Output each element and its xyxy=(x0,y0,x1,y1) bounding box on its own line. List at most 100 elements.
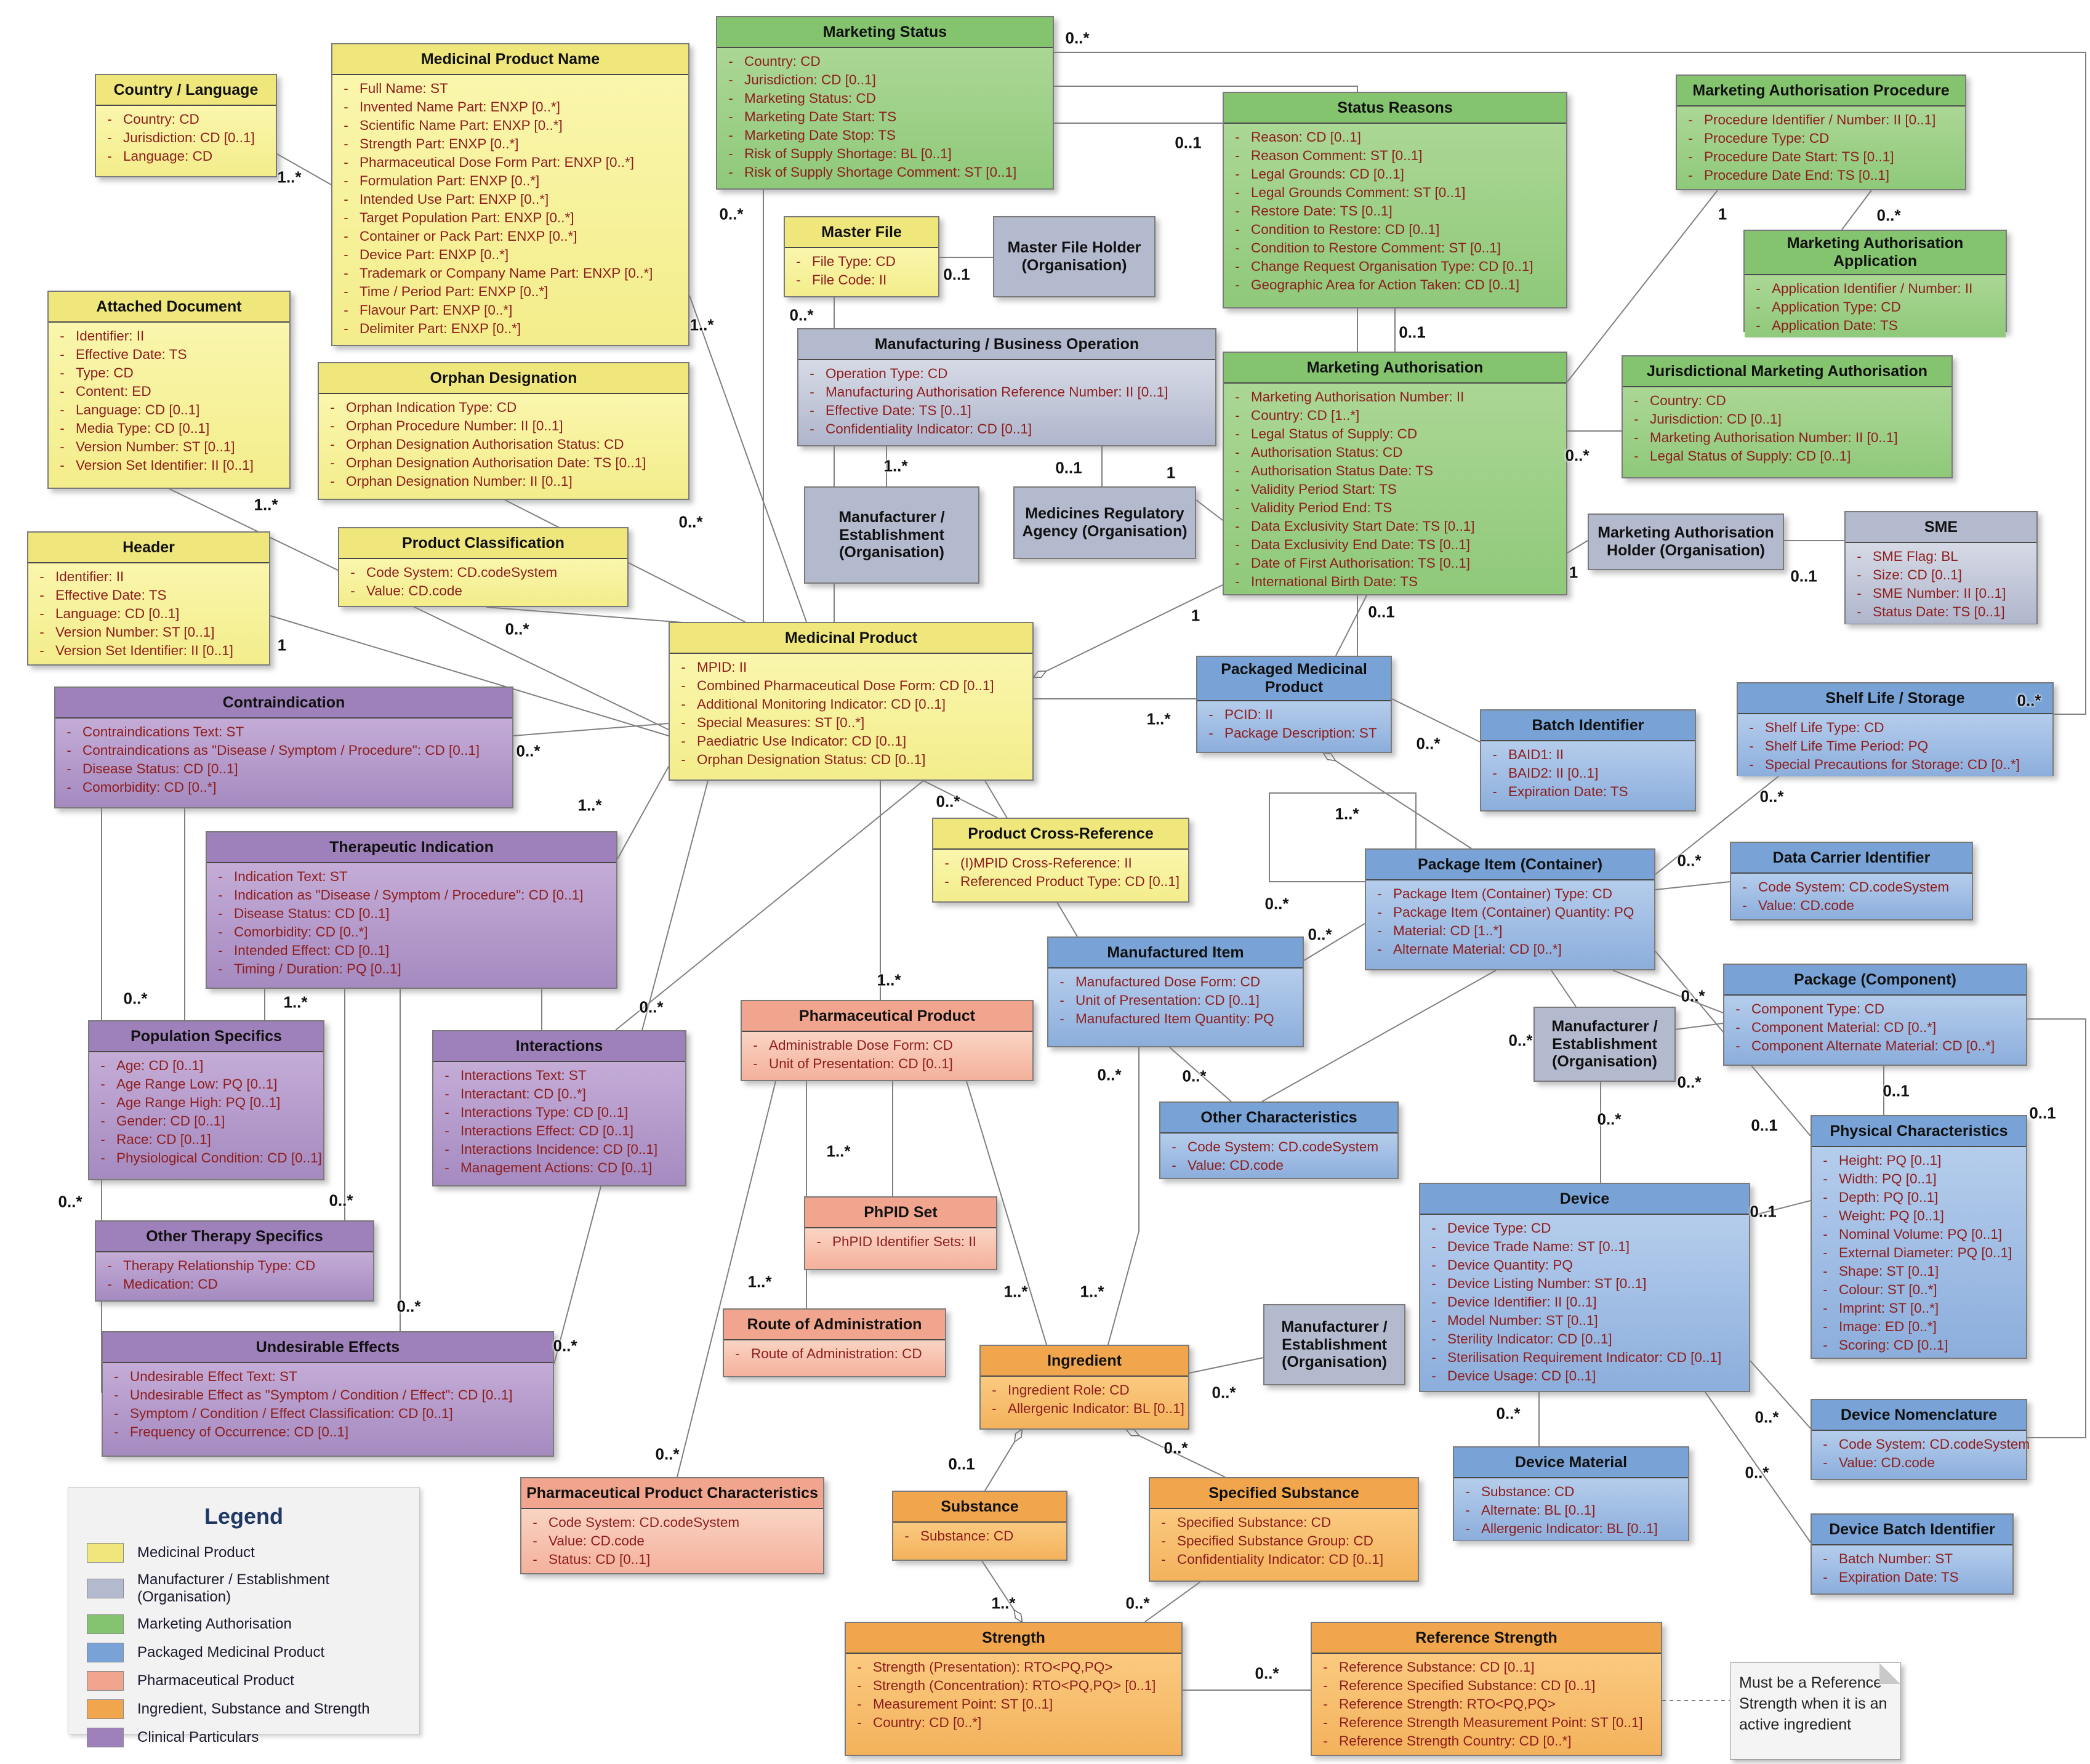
class-attribute: -Orphan Designation Status: CD [0..1] xyxy=(670,751,1032,769)
class-reference-strength: Reference Strength-Reference Substance: … xyxy=(1311,1622,1662,1756)
class-title: Substance xyxy=(893,1492,1066,1523)
class-attribute: -Code System: CD.codeSystem xyxy=(339,563,627,582)
class-attribute: -Substance: CD xyxy=(893,1527,1066,1545)
class-attribute: -Condition to Restore: CD [0..1] xyxy=(1224,220,1566,239)
class-title: Pharmaceutical Product xyxy=(742,1001,1032,1032)
attribute-text: PCID: II xyxy=(1224,706,1273,722)
attribute-dash: - xyxy=(1235,166,1240,182)
class-attribute: -Special Precautions for Storage: CD [0.… xyxy=(1738,755,2052,774)
class-attribute: -Image: ED [0..*] xyxy=(1812,1318,2026,1336)
attribute-dash: - xyxy=(1742,898,1747,913)
class-attribute: -Orphan Indication Type: CD xyxy=(319,398,688,417)
attribute-dash: - xyxy=(218,961,223,977)
association-line xyxy=(1750,1200,1811,1217)
attribute-dash: - xyxy=(1377,941,1382,957)
class-attribute: -Marketing Date Start: TS xyxy=(717,108,1053,126)
attribute-dash: - xyxy=(1235,129,1240,145)
multiplicity-label: 0..1 xyxy=(948,1454,975,1473)
attribute-dash: - xyxy=(344,302,348,318)
class-attribute: -Route of Administration: CD xyxy=(724,1345,945,1363)
class-product-cross-reference: Product Cross-Reference-(I)MPID Cross-Re… xyxy=(932,818,1189,903)
attribute-text: Strength Part: ENXP [0..*] xyxy=(360,136,519,151)
attribute-text: Language: CD [0..1] xyxy=(76,402,200,417)
multiplicity-label: 0..1 xyxy=(1790,566,1817,586)
attribute-text: Paediatric Use Indicator: CD [0..1] xyxy=(697,733,907,749)
class-attribute: -SME Number: II [0..1] xyxy=(1846,584,2036,603)
class-title: Ingredient xyxy=(981,1346,1188,1377)
attribute-text: Special Precautions for Storage: CD [0..… xyxy=(1765,757,2020,772)
attribute-dash: - xyxy=(1823,1337,1828,1353)
class-attribute: -Procedure Date End: TS [0..1] xyxy=(1677,166,1965,185)
class-route-of-administration: Route of Administration-Route of Adminis… xyxy=(723,1308,946,1377)
class-attribute: -Date of First Authorisation: TS [0..1] xyxy=(1224,554,1566,573)
attribute-dash: - xyxy=(1823,1226,1828,1242)
attribute-text: Jurisdiction: CD [0..1] xyxy=(123,130,255,145)
class-population-specifics: Population Specifics-Age: CD [0..1]-Age … xyxy=(88,1020,324,1180)
class-attribute: -BAID2: II [0..1] xyxy=(1481,764,1695,783)
attribute-text: Country: CD xyxy=(123,111,199,127)
attribute-dash: - xyxy=(857,1678,862,1693)
class-attributes: -(I)MPID Cross-Reference: II-Referenced … xyxy=(933,850,1188,901)
class-attribute: -Package Description: ST xyxy=(1197,724,1391,743)
class-attributes: -Identifier: II-Effective Date: TS-Type:… xyxy=(49,323,289,488)
class-packaged-medicinal-product: Packaged Medicinal Product-PCID: II-Pack… xyxy=(1196,656,1392,753)
attribute-text: Sterilisation Requirement Indicator: CD … xyxy=(1447,1350,1722,1365)
class-batch-identifier: Batch Identifier-BAID1: II-BAID2: II [0.… xyxy=(1480,709,1696,812)
association-line xyxy=(276,153,332,185)
attribute-dash: - xyxy=(1172,1139,1176,1154)
attribute-text: Package Item (Container) Quantity: PQ xyxy=(1393,904,1634,920)
class-attribute: -Sterility Indicator: CD [0..1] xyxy=(1420,1330,1749,1348)
class-attribute: -Flavour Part: ENXP [0..*] xyxy=(332,301,688,320)
attribute-text: Delimiter Part: ENXP [0..*] xyxy=(360,321,521,336)
attribute-dash: - xyxy=(114,1424,119,1440)
attribute-dash: - xyxy=(944,874,949,889)
attribute-dash: - xyxy=(1059,993,1064,1008)
class-title: Data Carrier Identifier xyxy=(1731,843,1972,874)
attribute-dash: - xyxy=(1235,240,1240,256)
attribute-dash: - xyxy=(107,148,112,164)
attribute-dash: - xyxy=(1823,1245,1828,1260)
legend-item-label: Medicinal Product xyxy=(137,1544,255,1561)
class-attribute: -Administrable Dose Form: CD xyxy=(742,1036,1032,1055)
attribute-text: Device Part: ENXP [0..*] xyxy=(360,247,509,262)
legend-item: Ingredient, Substance and Strength xyxy=(87,1699,419,1719)
class-marketing-authorisation-application: Marketing Authorisation Application-Appl… xyxy=(1743,230,2007,337)
attribute-text: Identifier: II xyxy=(76,328,145,344)
attribute-text: Device Quantity: PQ xyxy=(1447,1257,1573,1273)
attribute-dash: - xyxy=(107,1258,112,1273)
class-attribute: -Device Part: ENXP [0..*] xyxy=(332,246,688,264)
attribute-text: Type: CD xyxy=(76,365,134,381)
attribute-dash: - xyxy=(1431,1350,1436,1365)
attribute-text: Risk of Supply Shortage: BL [0..1] xyxy=(744,146,952,161)
attribute-dash: - xyxy=(1235,185,1240,200)
legend-swatch-gray xyxy=(87,1579,124,1598)
attribute-dash: - xyxy=(218,869,223,884)
class-attributes: -Reference Substance: CD [0..1]-Referenc… xyxy=(1312,1654,1661,1755)
association-line xyxy=(1750,1360,1811,1429)
association-line xyxy=(1655,881,1730,890)
attribute-text: Scoring: CD [0..1] xyxy=(1839,1337,1948,1353)
attribute-text: Code System: CD.codeSystem xyxy=(366,565,558,580)
attribute-dash: - xyxy=(444,1086,449,1101)
attribute-text: Orphan Indication Type: CD xyxy=(346,400,517,415)
class-attribute: -Expiration Date: TS xyxy=(1812,1568,2012,1587)
attribute-text: Size: CD [0..1] xyxy=(1873,567,1963,582)
legend-item: Marketing Authorisation xyxy=(87,1614,419,1634)
class-attributes: -Indication Text: ST-Indication as "Dise… xyxy=(207,863,616,988)
attribute-dash: - xyxy=(60,402,65,417)
attribute-text: Component Type: CD xyxy=(1751,1001,1884,1017)
attribute-dash: - xyxy=(344,81,348,96)
attribute-text: Reference Specified Substance: CD [0..1] xyxy=(1339,1678,1596,1693)
class-attribute: -Sterilisation Requirement Indicator: CD… xyxy=(1420,1348,1749,1367)
class-attributes: -Country: CD-Jurisdiction: CD [0..1]-Mar… xyxy=(717,48,1053,188)
multiplicity-label: 0..* xyxy=(516,741,541,760)
class-attribute: -Country: CD xyxy=(717,52,1053,71)
class-title: Marketing Authorisation Holder (Organisa… xyxy=(1589,515,1783,569)
class-title: Marketing Authorisation Application xyxy=(1745,231,2006,275)
attribute-dash: - xyxy=(100,1058,105,1073)
attribute-text: File Type: CD xyxy=(812,254,896,269)
class-title: Other Therapy Specifics xyxy=(96,1222,373,1252)
attribute-text: Legal Grounds: CD [0..1] xyxy=(1251,166,1404,182)
association-line xyxy=(1335,595,1367,656)
